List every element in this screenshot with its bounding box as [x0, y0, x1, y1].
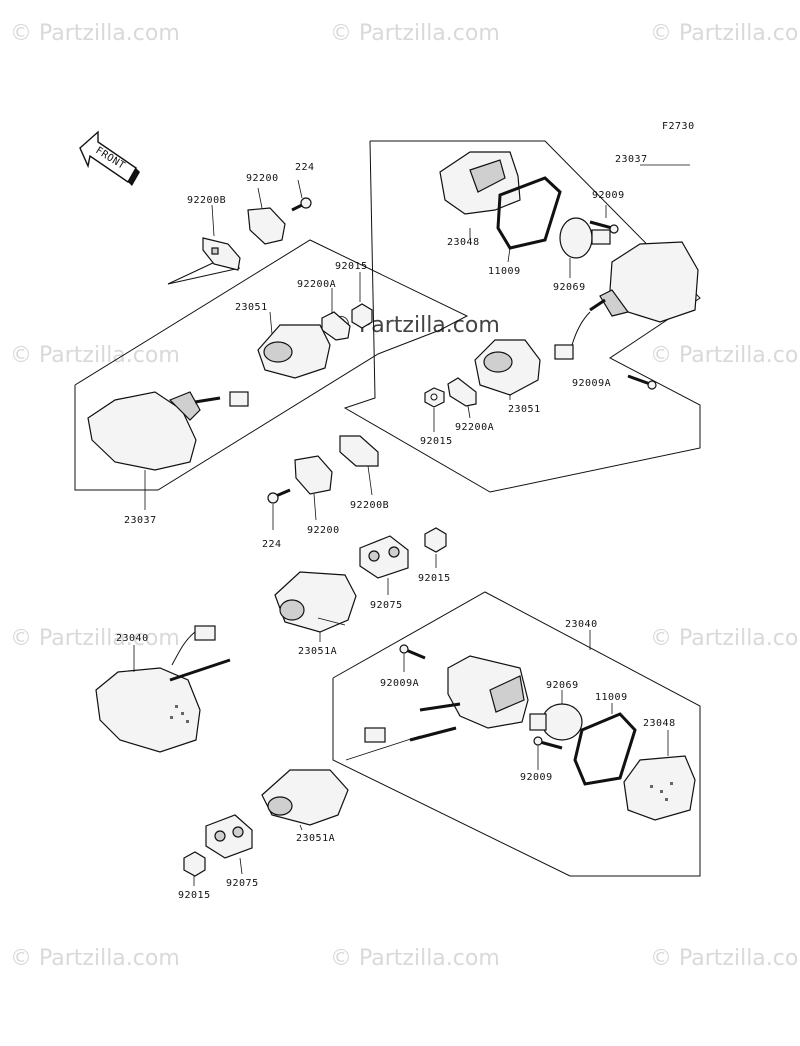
label-92200: 92200	[246, 173, 279, 184]
label-23040: 23040	[565, 619, 598, 630]
label-23051: 23051	[508, 404, 541, 415]
watermark: © Partzilla.com	[650, 21, 800, 46]
rubber-23051A-bot	[261, 769, 349, 826]
gasket-11009-top	[496, 176, 562, 250]
label-92075: 92075	[226, 878, 259, 889]
lens-23048-top	[439, 151, 521, 215]
watermark: © Partzilla.com	[10, 626, 180, 651]
part-labels: 23037 92009 23048 11009 92069 92009A 230…	[116, 154, 676, 901]
grommet-92075-bot	[205, 814, 253, 859]
label-92015: 92015	[335, 261, 368, 272]
label-92015: 92015	[420, 436, 453, 447]
turn-signal-23040-right	[364, 655, 529, 743]
leader-lines	[133, 164, 690, 886]
label-92069: 92069	[553, 282, 586, 293]
leader-line	[167, 267, 241, 285]
screw-92009-top	[589, 220, 619, 234]
bolt-224-top	[291, 197, 312, 212]
diagram-code: F2730	[662, 121, 695, 132]
label-92200: 92200	[307, 525, 340, 536]
label-92069: 92069	[546, 680, 579, 691]
turn-signal-23037-right	[554, 241, 699, 360]
turn-signal-23037-left	[87, 391, 249, 471]
screw-92009A-bot	[399, 644, 426, 660]
front-arrow-icon: FRONT	[79, 130, 140, 186]
rubber-23051-right	[474, 339, 541, 396]
bracket-92200-mid	[294, 455, 333, 495]
group-frame-lower-right	[332, 591, 701, 877]
label-23037: 23037	[124, 515, 157, 526]
screw-92009-bot	[533, 736, 563, 750]
screw-92009A-right	[627, 374, 657, 390]
watermark: © Partzilla.com	[10, 343, 180, 368]
watermark: © Partzilla.com	[650, 626, 800, 651]
label-23051: 23051	[235, 302, 268, 313]
label-92200B: 92200B	[187, 195, 226, 206]
bolt-224-mid	[267, 488, 291, 504]
nut-92015-bot	[183, 851, 206, 877]
label-23051A: 23051A	[296, 833, 335, 844]
bracket-92200-top	[247, 207, 286, 245]
lens-23048-bot	[623, 755, 696, 821]
label-224: 224	[262, 539, 282, 550]
label-23048: 23048	[447, 237, 480, 248]
label-23051A: 23051A	[298, 646, 337, 657]
turn-signal-23040-left	[95, 625, 231, 753]
watermark: © Partzilla.com	[650, 343, 800, 368]
label-11009: 11009	[595, 692, 628, 703]
label-92015: 92015	[178, 890, 211, 901]
label-92200A: 92200A	[297, 279, 336, 290]
label-92009A: 92009A	[380, 678, 419, 689]
label-92075: 92075	[370, 600, 403, 611]
label-92200B: 92200B	[350, 500, 389, 511]
gasket-11009-bot	[573, 712, 637, 786]
watermark: © Partzilla.com	[10, 21, 180, 46]
watermark: © Partzilla.com	[650, 946, 800, 971]
nut-92015-mid	[424, 527, 447, 553]
plate-92200A-right	[447, 377, 477, 407]
bulb-92069-top	[559, 217, 611, 259]
watermark: © Partzilla.com	[330, 946, 500, 971]
group-frame-upper-left	[74, 239, 469, 491]
leader-line	[167, 261, 216, 285]
label-23040: 23040	[116, 633, 149, 644]
bulb-92069-bot	[529, 703, 583, 741]
watermark: © Partzilla.com	[330, 21, 500, 46]
label-92015: 92015	[418, 573, 451, 584]
watermark: © Partzilla.com	[10, 946, 180, 971]
group-frame-upper-right	[343, 140, 701, 493]
label-92009: 92009	[592, 190, 625, 201]
plate-92200B-top	[202, 237, 241, 271]
label-11009: 11009	[488, 266, 521, 277]
label-23037: 23037	[615, 154, 648, 165]
rubber-23051-left	[257, 324, 331, 379]
nut-92015-right	[424, 387, 445, 408]
label-92009: 92009	[520, 772, 553, 783]
label-23048: 23048	[643, 718, 676, 729]
label-92200A: 92200A	[455, 422, 494, 433]
nut-92015-top	[351, 303, 373, 329]
grommet-92075-mid	[359, 535, 409, 579]
label-92009A: 92009A	[572, 378, 611, 389]
rubber-23051A-mid	[274, 571, 357, 633]
label-224: 224	[295, 162, 315, 173]
plate-92200B-mid	[339, 435, 379, 467]
